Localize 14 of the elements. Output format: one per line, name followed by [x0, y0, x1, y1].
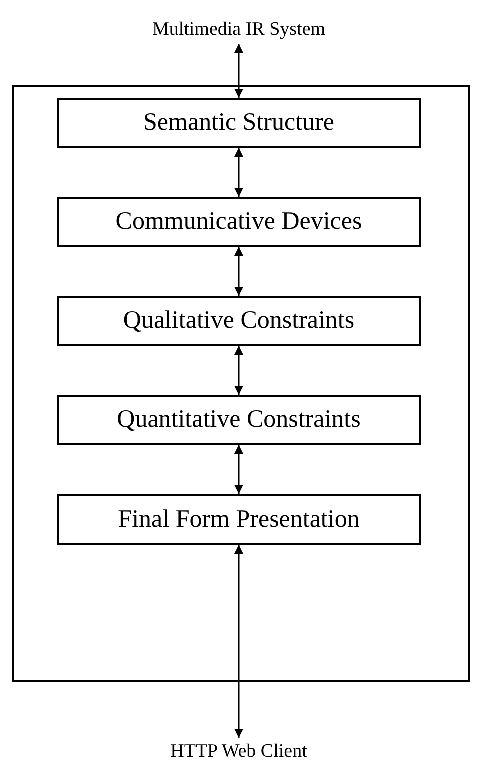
double-arrow	[234, 545, 244, 738]
process-box: Final Form Presentation	[57, 494, 421, 545]
double-arrow	[234, 148, 244, 197]
double-arrow	[234, 445, 244, 494]
process-box: Qualitative Constraints	[57, 296, 421, 346]
text-label: HTTP Web Client	[119, 738, 359, 766]
process-box: Quantitative Constraints	[57, 395, 421, 445]
text-label: Multimedia IR System	[109, 16, 369, 44]
process-box: Communicative Devices	[57, 197, 421, 247]
process-box: Semantic Structure	[57, 98, 421, 148]
double-arrow	[234, 44, 244, 98]
double-arrow	[234, 346, 244, 395]
container-box	[12, 85, 470, 682]
double-arrow	[234, 247, 244, 296]
